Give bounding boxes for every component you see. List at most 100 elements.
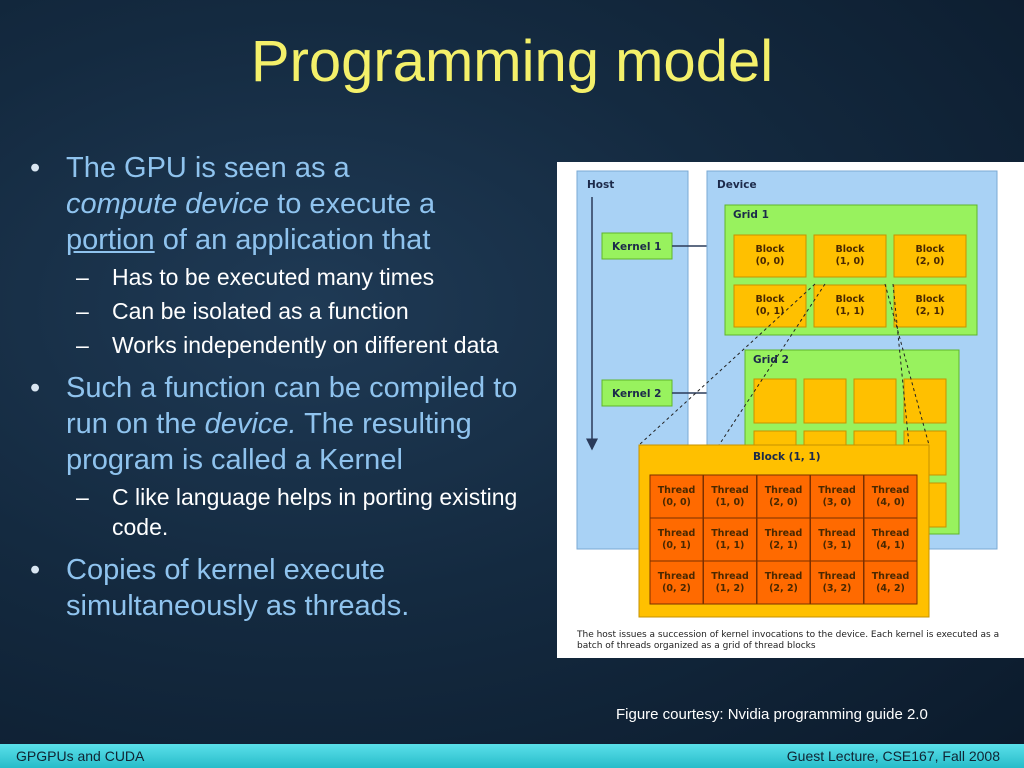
sub-bullet-text: Works independently on different data bbox=[112, 332, 499, 358]
thread-index: (0, 2) bbox=[662, 583, 691, 594]
host-label: Host bbox=[587, 179, 614, 191]
thread-label: Thread bbox=[658, 485, 696, 496]
grid1-block bbox=[813, 284, 887, 328]
bullet-dot: • bbox=[30, 152, 41, 184]
sub-bullet-text: Has to be executed many times bbox=[112, 264, 435, 290]
zoom-line bbox=[892, 283, 910, 446]
block-index: (0, 1) bbox=[756, 306, 785, 317]
thread-cell bbox=[703, 560, 757, 605]
bullet-threads: • Copies of kernel execute simultaneousl… bbox=[30, 552, 540, 624]
block-label: Block bbox=[836, 294, 866, 305]
thread-index: (3, 0) bbox=[823, 497, 852, 508]
bullet-list: • The GPU is seen as a compute device to… bbox=[30, 150, 540, 628]
zoom-line bbox=[638, 283, 816, 446]
grid1-label: Grid 1 bbox=[733, 209, 769, 221]
thread-cell bbox=[649, 517, 704, 562]
grid2-block bbox=[803, 378, 847, 424]
kernel2-label: Kernel 2 bbox=[612, 388, 661, 400]
thread-cell bbox=[703, 474, 757, 519]
footer-left: GPGPUs and CUDA bbox=[16, 748, 145, 764]
grid1-block bbox=[733, 284, 807, 328]
bullet-text: The resulting program is called a Kernel bbox=[66, 408, 472, 476]
thread-cell bbox=[863, 560, 918, 605]
bullet-italic: compute device bbox=[66, 188, 270, 220]
thread-index: (0, 1) bbox=[662, 540, 691, 551]
slide-footer: GPGPUs and CUDA Guest Lecture, CSE167, F… bbox=[0, 744, 1024, 768]
thread-label: Thread bbox=[765, 485, 803, 496]
thread-label: Thread bbox=[658, 571, 696, 582]
grid2-block bbox=[903, 378, 947, 424]
thread-index: (3, 1) bbox=[823, 540, 852, 551]
bullet-dot: • bbox=[30, 372, 41, 404]
block-label: Block bbox=[916, 244, 946, 255]
grid1-block bbox=[893, 234, 967, 278]
sub-bullet-text: C like language helps in porting existin… bbox=[112, 484, 518, 540]
thread-index: (3, 2) bbox=[823, 583, 852, 594]
kernel1-label: Kernel 1 bbox=[612, 241, 661, 253]
block-index: (1, 1) bbox=[836, 306, 865, 317]
sub-bullet: –Has to be executed many times bbox=[76, 264, 435, 290]
thread-index: (4, 2) bbox=[876, 583, 905, 594]
thread-index: (0, 0) bbox=[662, 497, 691, 508]
figure-diagram: Host Kernel 1 Kernel 2 Device Grid 1 Blo… bbox=[576, 170, 998, 618]
kernel1-box bbox=[601, 232, 673, 260]
bullet-kernel: • Such a function can be compiled to run… bbox=[30, 370, 540, 478]
thread-label: Thread bbox=[711, 571, 749, 582]
bullet-italic: device. bbox=[204, 408, 297, 440]
slide-title: Programming model bbox=[250, 29, 774, 94]
block-index: (2, 1) bbox=[916, 306, 945, 317]
bullet-text: Copies of kernel execute simultaneously … bbox=[66, 554, 410, 622]
sub-bullet: –Works independently on different data bbox=[76, 332, 499, 358]
sub-bullet: –C like language helps in porting existi… bbox=[76, 484, 518, 540]
thread-index: (1, 1) bbox=[716, 540, 745, 551]
thread-index: (2, 1) bbox=[769, 540, 798, 551]
block-label: Block bbox=[756, 294, 786, 305]
thread-label: Thread bbox=[818, 485, 856, 496]
bullet-text: of an application that bbox=[154, 224, 431, 256]
thread-label: Thread bbox=[872, 485, 910, 496]
thread-label: Thread bbox=[872, 571, 910, 582]
grid2-label: Grid 2 bbox=[753, 354, 789, 366]
grid1-block bbox=[893, 284, 967, 328]
zoom-block-label: Block (1, 1) bbox=[753, 451, 821, 463]
kernel2-box bbox=[601, 379, 673, 407]
bullet-text: The GPU is seen as a bbox=[66, 152, 350, 184]
thread-cell bbox=[649, 560, 704, 605]
figure-caption: The host issues a succession of kernel i… bbox=[577, 630, 1000, 651]
thread-label: Thread bbox=[711, 485, 749, 496]
thread-label: Thread bbox=[658, 528, 696, 539]
sub-bullet-text: Can be isolated as a function bbox=[112, 298, 409, 324]
thread-label: Thread bbox=[711, 528, 749, 539]
thread-cell bbox=[756, 517, 811, 562]
grid1-blocks: Block(0, 0)Block(1, 0)Block(2, 0)Block(0… bbox=[733, 234, 967, 328]
thread-label: Thread bbox=[765, 528, 803, 539]
thread-index: (1, 0) bbox=[716, 497, 745, 508]
thread-label: Thread bbox=[765, 571, 803, 582]
bullet-dot: • bbox=[30, 554, 41, 586]
grid1-block bbox=[813, 234, 887, 278]
block-index: (1, 0) bbox=[836, 256, 865, 267]
bullet-gpu-compute-device: • The GPU is seen as a compute device to… bbox=[30, 150, 540, 258]
thread-index: (4, 1) bbox=[876, 540, 905, 551]
block-index: (0, 0) bbox=[756, 256, 785, 267]
thread-index: (2, 0) bbox=[769, 497, 798, 508]
footer-right: Guest Lecture, CSE167, Fall 2008 bbox=[786, 748, 1000, 764]
thread-grid: Thread(0, 0)Thread(1, 0)Thread(2, 0)Thre… bbox=[649, 474, 918, 605]
thread-label: Thread bbox=[872, 528, 910, 539]
thread-index: (1, 2) bbox=[716, 583, 745, 594]
sub-bullet: –Can be isolated as a function bbox=[76, 298, 409, 324]
cuda-figure: Host Kernel 1 Kernel 2 Device Grid 1 Blo… bbox=[557, 162, 1024, 658]
thread-label: Thread bbox=[818, 571, 856, 582]
block-label: Block bbox=[836, 244, 866, 255]
thread-cell bbox=[810, 560, 864, 605]
block-label: Block bbox=[916, 294, 946, 305]
grid2-block bbox=[753, 378, 797, 424]
thread-cell bbox=[756, 560, 811, 605]
grid2-block bbox=[853, 378, 897, 424]
bullet-text: to execute a bbox=[269, 188, 436, 220]
block-label: Block bbox=[756, 244, 786, 255]
bullet-text: Such a function can be compiled to run o… bbox=[66, 372, 518, 440]
thread-index: (2, 2) bbox=[769, 583, 798, 594]
device-label: Device bbox=[717, 179, 757, 191]
grid1-block bbox=[733, 234, 807, 278]
